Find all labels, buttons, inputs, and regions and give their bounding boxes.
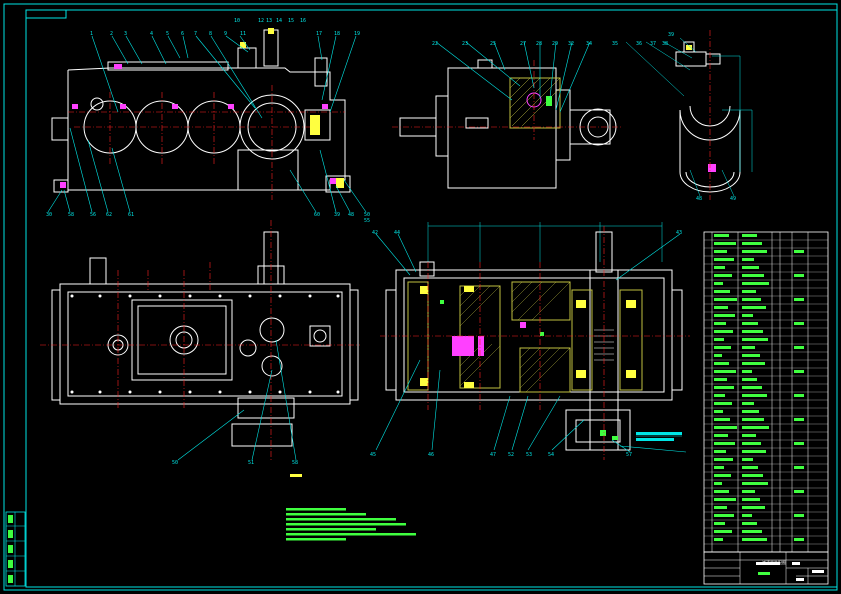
callout-number: 17 [316, 31, 322, 37]
callout-number: 34 [586, 41, 592, 47]
parts-list-table [703, 231, 829, 553]
callout-number: 8 [209, 31, 212, 37]
callout-number: 29 [552, 41, 558, 47]
callout-number: 53 [526, 452, 532, 458]
callout-number: 11 [240, 31, 246, 37]
drawing-frame [3, 3, 838, 591]
end-view [625, 30, 753, 200]
callout-number: 48 [696, 196, 702, 202]
callout-number: 62 [106, 212, 112, 218]
callout-number: 18 [334, 31, 340, 37]
callout-number: 60 [314, 212, 320, 218]
callout-number: 3 [124, 31, 127, 37]
callout-number: 32 [568, 41, 574, 47]
callout-number: 1 [90, 31, 93, 37]
callout-number: 5 [166, 31, 169, 37]
callout-number: 46 [428, 452, 434, 458]
callout-number: 42 [372, 230, 378, 236]
callout-number: 49 [730, 196, 736, 202]
callout-number: 22 [432, 41, 438, 47]
callout-number: 54 [548, 452, 554, 458]
callout-number: 58 [68, 212, 74, 218]
callout-number: 44 [394, 230, 400, 236]
callout-number: 39 [668, 32, 674, 38]
callout-number: 30 [46, 212, 52, 218]
callout-number: 13 [266, 18, 272, 24]
section-view-callouts: 42 44 43 45 46 47 52 53 54 57 [370, 230, 682, 458]
callout-number: 35 [612, 41, 618, 47]
callout-number: 10 [234, 18, 240, 24]
callout-number: 28 [536, 41, 542, 47]
technical-requirements [286, 474, 416, 541]
callout-number: 14 [276, 18, 282, 24]
callout-number: 16 [300, 18, 306, 24]
callout-number: 50 [172, 460, 178, 466]
callout-number: 12 [258, 18, 264, 24]
front-view [51, 28, 351, 200]
callout-number: 36 [636, 41, 642, 47]
callout-number: 38 [662, 41, 668, 47]
callout-number: 6 [181, 31, 184, 37]
section-view [375, 222, 690, 460]
callout-number: 9 [224, 31, 227, 37]
callout-number: 39 [334, 212, 340, 218]
top-view [40, 220, 360, 461]
end-view-callouts: 48 49 [696, 196, 736, 202]
callout-number: 43 [676, 230, 682, 236]
side-view [392, 59, 622, 189]
callout-number: 47 [490, 452, 496, 458]
callout-number: 51 [248, 460, 254, 466]
side-view-leaders [435, 41, 591, 113]
drawing-title: 减速器装配图 [762, 559, 786, 565]
callout-number: 37 [650, 41, 656, 47]
callout-number: 7 [194, 31, 197, 37]
callout-number: 55 [364, 218, 370, 224]
callout-number: 2 [110, 31, 113, 37]
callout-number: 4 [150, 31, 153, 37]
callout-number: 45 [370, 452, 376, 458]
callout-number: 23 [462, 41, 468, 47]
callout-number: 15 [288, 18, 294, 24]
title-block: 减速器装配图 [703, 551, 829, 585]
callout-number: 25 [490, 41, 496, 47]
callout-number: 19 [354, 31, 360, 37]
callout-number: 52 [508, 452, 514, 458]
margin-stamp-box [5, 511, 26, 587]
callout-number: 48 [348, 212, 354, 218]
top-view-callouts: 50 51 58 [172, 460, 298, 466]
callout-number: 50 [364, 212, 370, 218]
callout-number: 56 [90, 212, 96, 218]
callout-number: 57 [626, 452, 632, 458]
callout-number: 27 [520, 41, 526, 47]
callout-number: 58 [292, 460, 298, 466]
callout-number: 61 [128, 212, 134, 218]
front-view-leaders [47, 35, 367, 213]
